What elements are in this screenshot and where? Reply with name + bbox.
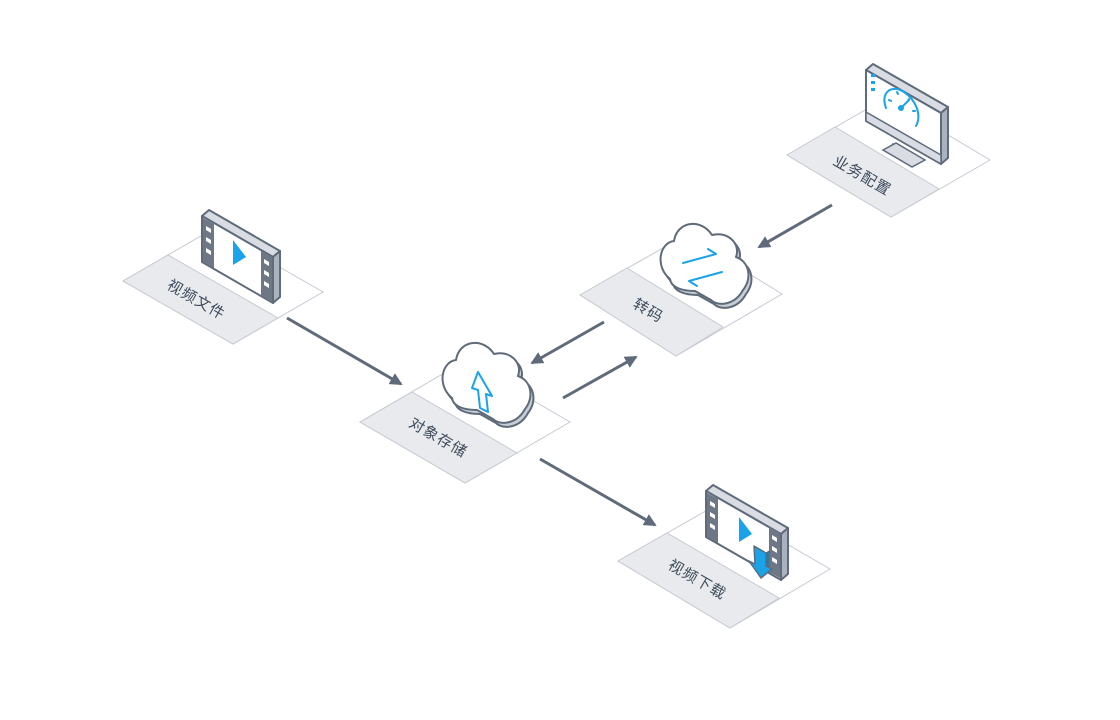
transfer-arrows-icon: [682, 248, 723, 287]
video-download-icon: [705, 484, 789, 581]
cloud-upload-icon: [441, 341, 535, 428]
platform: [786, 97, 991, 218]
download-arrow-icon: [748, 545, 773, 579]
node-object-storage[interactable]: 对象存储: [359, 341, 571, 484]
monitor-dashboard-icon: [865, 63, 949, 168]
platform: [617, 503, 831, 629]
node-video-download[interactable]: 视频下载: [617, 484, 831, 629]
video-file-icon: [201, 209, 281, 304]
edge-object-storage-to-video-download: [539, 457, 657, 527]
gauge-icon: [883, 87, 920, 127]
edges: [286, 203, 833, 527]
edge-transcode-to-object-storage: [530, 320, 605, 365]
edge-object-storage-to-transcode: [562, 355, 638, 400]
edge-business-config-to-transcode: [757, 203, 833, 249]
node-business-config[interactable]: 业务配置: [786, 63, 991, 218]
node-transcode[interactable]: 转码: [579, 222, 783, 357]
play-icon: [233, 240, 246, 265]
play-icon: [739, 517, 752, 542]
cloud-transcode-icon: [659, 222, 753, 309]
platform: [121, 228, 325, 345]
edge-video-file-to-object-storage: [286, 316, 403, 386]
upload-arrow-icon: [471, 371, 493, 413]
node-video-file[interactable]: 视频文件: [121, 209, 325, 345]
